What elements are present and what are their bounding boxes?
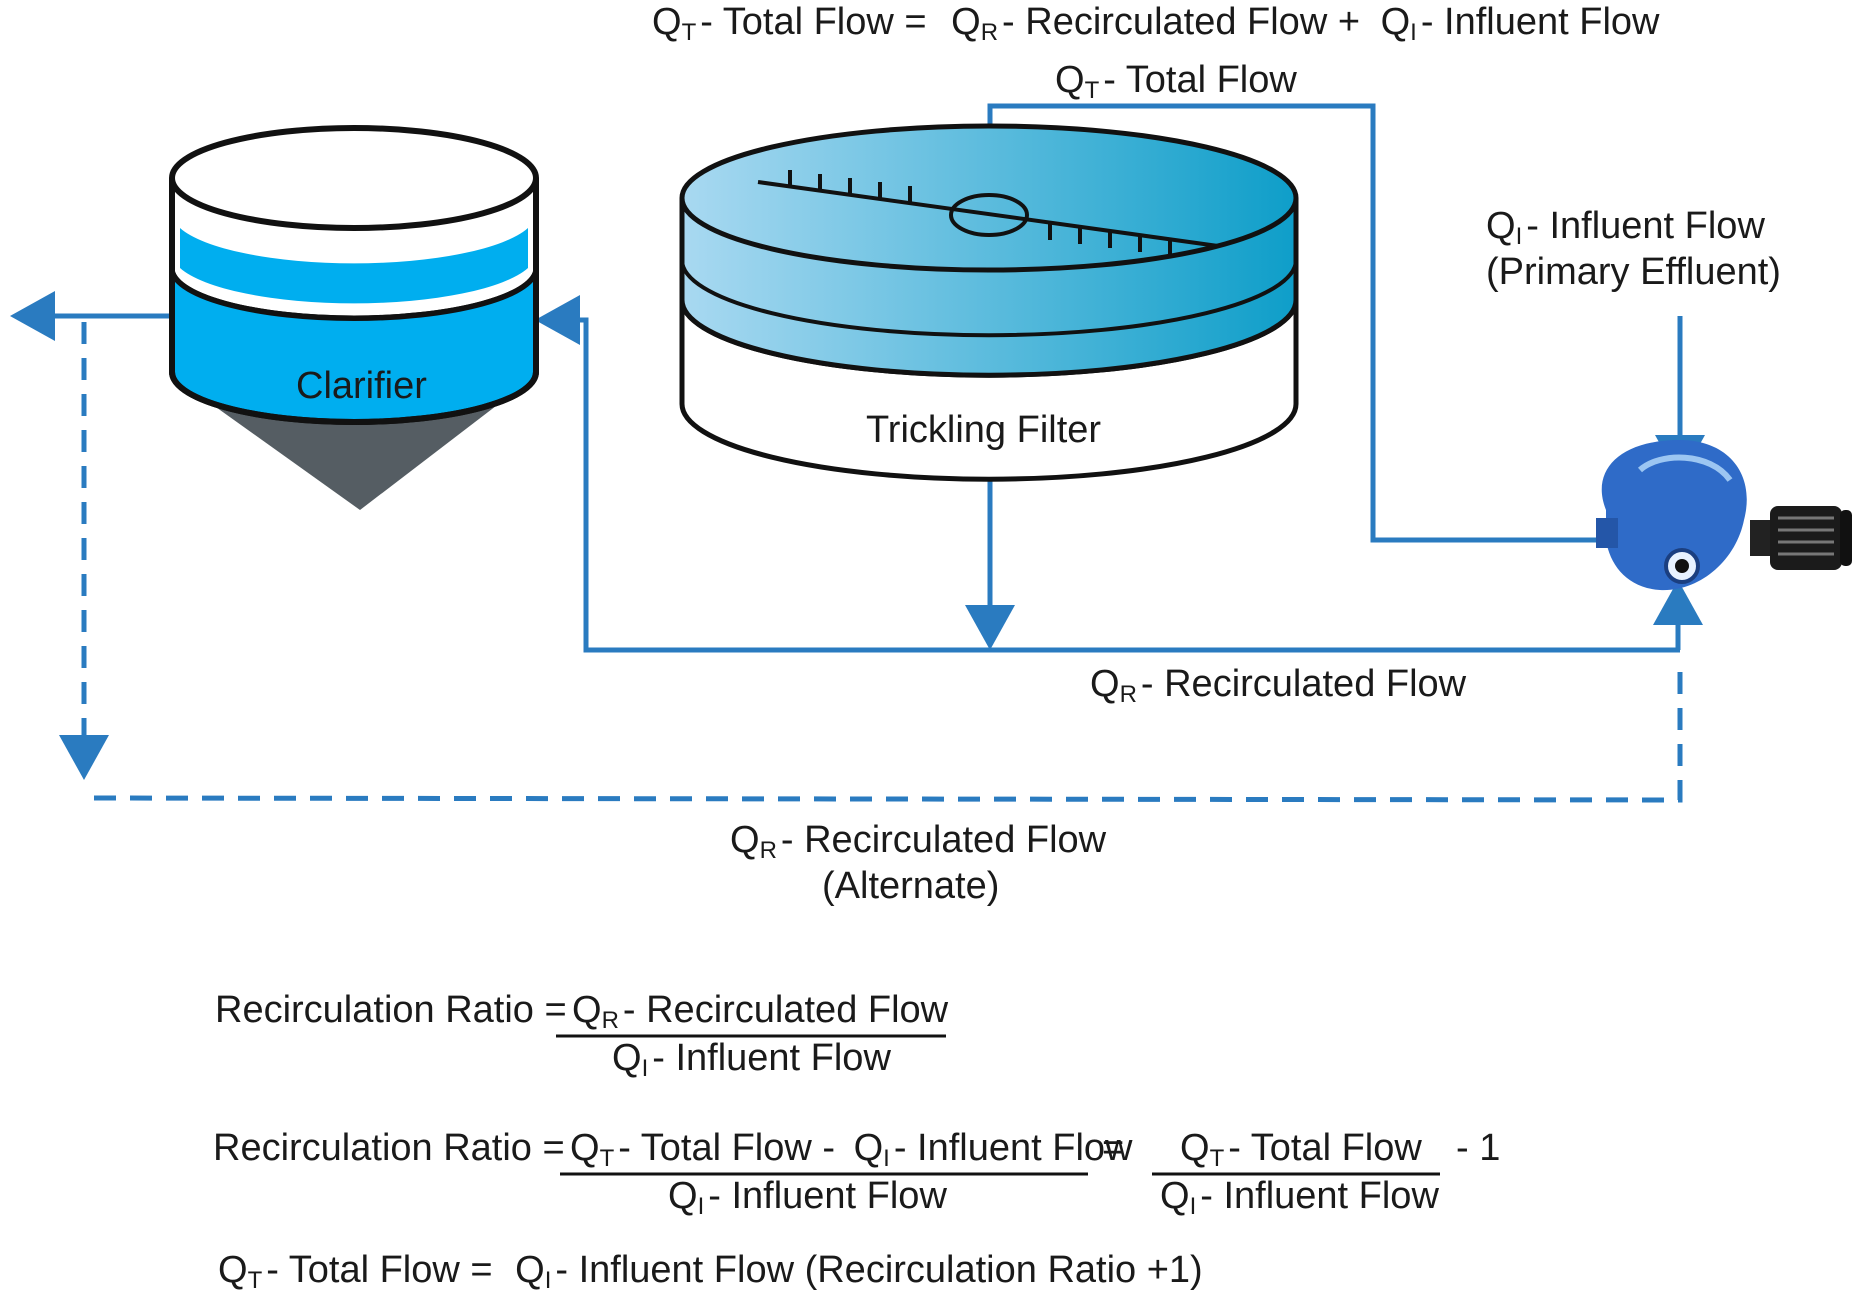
- recirculated-alternate-sublabel: (Alternate): [822, 865, 999, 907]
- formula-recirculation-ratio-2: Recirculation Ratio = QT- Total Flow - Q…: [213, 1127, 1500, 1220]
- svg-text:=: =: [1102, 1127, 1124, 1169]
- trickling-filter-label: Trickling Filter: [866, 409, 1101, 451]
- svg-text:QT- Total Flow: QT- Total Flow: [1180, 1127, 1422, 1172]
- clarifier: [169, 125, 539, 510]
- svg-text:QI- Influent Flow: QI- Influent Flow: [1160, 1175, 1439, 1220]
- svg-text:QT- Total Flow - QI- Inf: QT- Total Flow - QI- Influent Flow: [570, 1127, 1133, 1172]
- svg-text:Recirculation Ratio =: Recirculation Ratio =: [215, 989, 567, 1031]
- pump-icon: [1596, 440, 1747, 591]
- influent-flow-sublabel: (Primary Effluent): [1486, 251, 1781, 293]
- recirculated-alternate-label: QR- Recirculated Flow: [730, 819, 1107, 864]
- recirculated-flow-pipe: [535, 295, 1680, 653]
- distributor-arm: [757, 170, 1219, 256]
- svg-text:QI- Influent Flow: QI- Influent Flow: [612, 1037, 891, 1082]
- formula-total-flow: QT- Total Flow = QI- Influent Flow (Reci…: [218, 1249, 1203, 1294]
- header-equation: QT- Total Flow = QR- Recirculated Flow +…: [652, 1, 1660, 46]
- motor-icon: [1750, 506, 1852, 570]
- clarifier-label: Clarifier: [296, 365, 427, 407]
- svg-text:QT- Total Flow = QI- Inf: QT- Total Flow = QI- Influent Flow (Reci…: [218, 1249, 1203, 1294]
- trickling-filter: [679, 123, 1299, 482]
- recirculated-flow-label: QR- Recirculated Flow: [1090, 663, 1467, 708]
- svg-text:QI- Influent Flow: QI- Influent Flow: [668, 1175, 947, 1220]
- svg-text:Recirculation Ratio =: Recirculation Ratio =: [213, 1127, 565, 1169]
- svg-text:QR- Recirculated Flow: QR- Recirculated Flow: [572, 989, 949, 1034]
- total-flow-label: QT- Total Flow: [1055, 59, 1297, 104]
- alternate-recirculation: [59, 322, 1683, 803]
- influent-flow-label: QI- Influent Flow: [1486, 205, 1765, 250]
- svg-text:- 1: - 1: [1456, 1127, 1500, 1169]
- formula-recirculation-ratio-1: Recirculation Ratio = QR- Recirculated F…: [215, 989, 949, 1082]
